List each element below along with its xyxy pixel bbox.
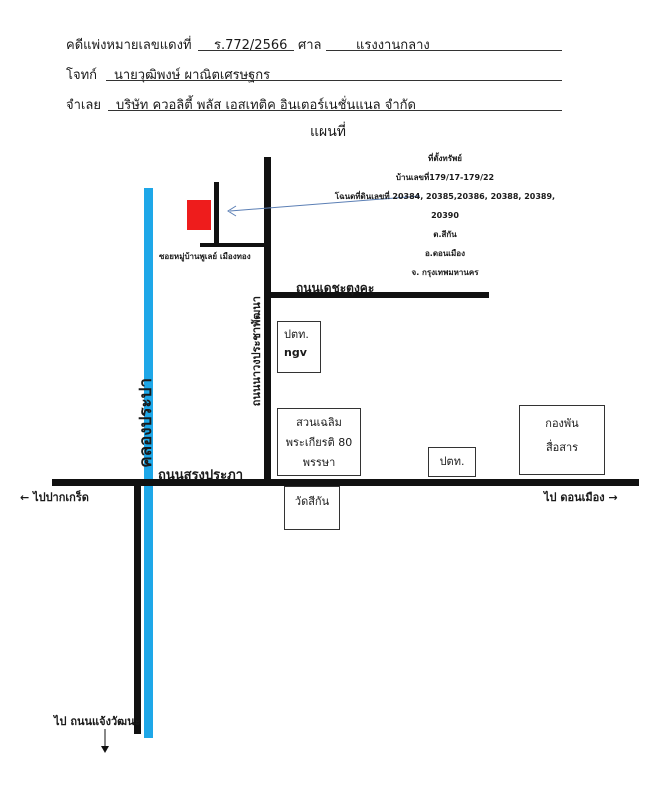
road-south: [134, 486, 141, 734]
road-songprapha: [52, 479, 639, 486]
court-underline: [326, 50, 562, 51]
soi-label: ซอยหมู่บ้านพูเลย์ เมืองทอง: [159, 252, 251, 261]
arrow-right-icon: →: [608, 491, 618, 504]
signal-battalion-box: กองพัน สื่อสาร: [519, 405, 605, 475]
property-house-no: บ้านเลขที่179/17-179/22: [395, 173, 495, 182]
property-province: จ. กรุงเทพมหานคร: [411, 268, 479, 277]
direction-left: ← ไปปากเกร็ด: [20, 488, 89, 506]
property-title: ที่ตั้งทรัพย์: [428, 154, 462, 163]
arrow-left-icon: ←: [20, 491, 30, 504]
defendant-label: จำเลย: [66, 98, 101, 113]
park-box: สวนเฉลิม พระเกียรติ 80 พรรษา: [277, 408, 361, 476]
arrow-down-icon: [101, 729, 109, 753]
road-soi-vertical: [214, 182, 219, 246]
defendant-underline: [108, 110, 562, 111]
plaintiff-underline: [106, 80, 562, 81]
property-deed-no: โฉนดที่ดินเลขที่ 20384, 20385,20386, 203…: [334, 192, 556, 220]
plaintiff-name: นายวุฒิพงษ์ ผาณิตเศรษฐกร: [114, 68, 271, 83]
defendant-row: จำเลย: [66, 94, 101, 115]
temple-label: วัดสีกัน: [294, 495, 330, 508]
prachapattana-label: ถนนนาวงประชาพัฒนา: [250, 296, 263, 407]
property-subdistrict: ต.สีกัน: [433, 230, 457, 239]
signal-battalion-line2: สื่อสาร: [545, 441, 579, 454]
map-title: แผนที่: [309, 124, 347, 140]
plaintiff-row: โจทก์: [66, 64, 97, 85]
direction-down: ไป ถนนแจ้งวัฒนะ: [54, 712, 141, 730]
property-marker: [187, 200, 211, 230]
road-techatungkha: [271, 292, 489, 298]
case-number: ร.772/2566: [214, 38, 288, 53]
techatungkha-label: ถนนเดชะตุงคะ: [296, 281, 375, 295]
road-prachapattana: [264, 157, 271, 482]
ptt-ngv-line2: ngv: [284, 346, 307, 359]
ptt-box: ปตท.: [428, 447, 476, 477]
park-line3: พรรษา: [302, 456, 336, 469]
case-row: คดีแพ่งหมายเลขแดงที่: [66, 34, 192, 55]
ptt-ngv-box: ปตท. ngv: [277, 321, 321, 373]
ptt-ngv-line1: ปตท.: [284, 328, 309, 341]
direction-left-label: ไปปากเกร็ด: [33, 491, 89, 504]
park-line2: พระเกียรติ 80: [285, 436, 353, 449]
signal-battalion-line1: กองพัน: [545, 417, 579, 430]
canal: [144, 188, 153, 738]
plaintiff-label: โจทก์: [66, 68, 98, 83]
property-district: อ.ดอนเมือง: [424, 249, 466, 258]
songprapha-label: ถนนสรงประภา: [158, 468, 243, 483]
property-info: ที่ตั้งทรัพย์ บ้านเลขที่179/17-179/22 โฉ…: [330, 149, 560, 282]
court-label: ศาล: [298, 38, 322, 53]
direction-down-label: ไป ถนนแจ้งวัฒนะ: [54, 715, 141, 728]
park-line1: สวนเฉลิม: [296, 416, 342, 429]
direction-right: ไป ดอนเมือง →: [544, 488, 618, 506]
defendant-name: บริษัท ควอลิตี้ พลัส เอสเทติค อินเตอร์เน…: [116, 98, 416, 113]
temple-box: วัดสีกัน: [284, 486, 340, 530]
case-underline: [198, 50, 294, 51]
road-soi-horizontal: [200, 243, 264, 247]
case-label: คดีแพ่งหมายเลขแดงที่: [66, 38, 192, 53]
ptt-label: ปตท.: [439, 455, 465, 468]
direction-right-label: ไป ดอนเมือง: [544, 491, 605, 504]
court-name: แรงงานกลาง: [356, 38, 430, 53]
